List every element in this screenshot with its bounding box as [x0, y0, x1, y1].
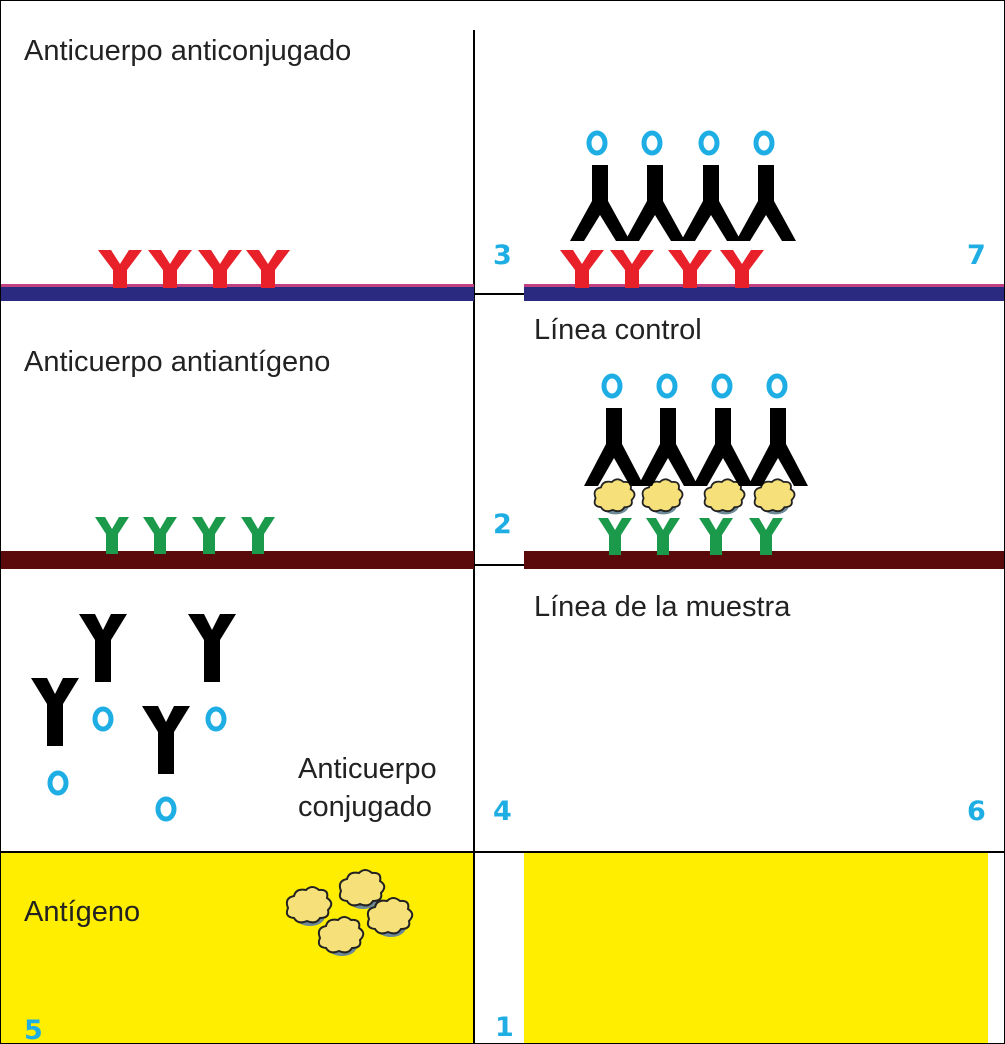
step-number-4: 4	[493, 796, 512, 827]
control-strip-right	[524, 284, 1005, 301]
step-number-7: 7	[967, 240, 986, 271]
anticonjugate-antibodies-left	[98, 250, 290, 288]
step-number-5: 5	[24, 1015, 43, 1044]
absorbent-pad	[524, 853, 988, 1044]
step-number-3: 3	[493, 240, 512, 271]
label-antigen: Antígeno	[24, 896, 141, 928]
bound-conjugated-antibodies-control	[570, 165, 796, 241]
step-number-1: 1	[495, 1012, 514, 1043]
sample-strip-right	[524, 551, 1005, 569]
label-conjugated-antibody-line1: Anticuerpo	[298, 753, 437, 785]
label-antiantigen-antibody: Anticuerpo antiantígeno	[24, 346, 331, 378]
label-anticonjugate-antibody: Anticuerpo anticonjugado	[24, 35, 352, 67]
free-conjugated-antibodies	[31, 614, 236, 822]
step-number-6: 6	[967, 796, 986, 827]
antiantigen-antibodies-left	[95, 517, 275, 554]
conjugate-markers-control	[586, 130, 775, 156]
label-sample-line: Línea de la muestra	[534, 591, 791, 623]
anticonjugate-antibodies-right	[560, 250, 764, 288]
sample-line-complexes	[584, 373, 808, 555]
control-strip-left	[0, 284, 474, 301]
sample-strip-left	[0, 551, 474, 569]
label-control-line: Línea control	[534, 314, 702, 346]
control-strip-edge	[524, 284, 1005, 287]
control-strip-edge	[0, 284, 474, 287]
sample-pad	[0, 853, 473, 1044]
label-conjugated-antibody-line2: conjugado	[298, 791, 432, 823]
step-number-2: 2	[493, 509, 512, 540]
